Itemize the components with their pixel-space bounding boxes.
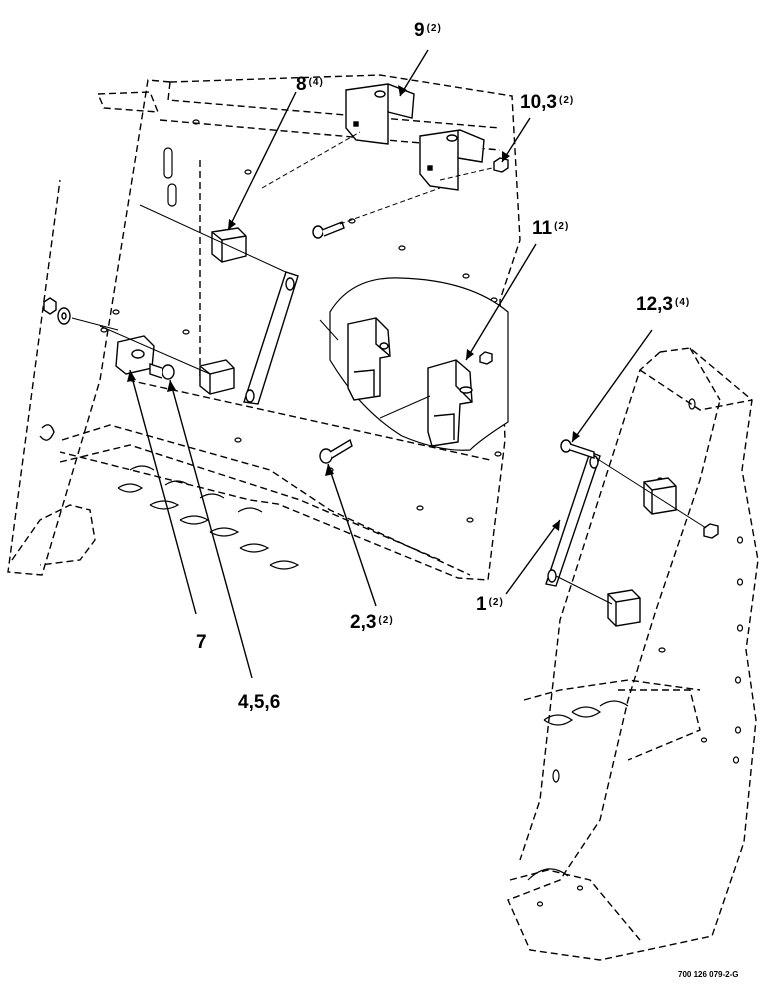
callout-2-3-qty: (2): [378, 615, 394, 626]
callout-4-5-6-number: 4,5,6: [238, 692, 281, 713]
drawing-id: 700 126 079-2-G: [678, 970, 739, 979]
item-9-channel-bracket: [345, 83, 485, 191]
leader-7: [129, 369, 197, 615]
leader-8: [227, 91, 297, 231]
callout-10-3-number: 10,3: [520, 92, 557, 113]
right-panel-slots: [536, 398, 744, 907]
leader-12: [571, 329, 653, 443]
callout-11: 11(2): [532, 218, 569, 240]
callout-1-number: 1: [476, 594, 487, 615]
callout-9: 9(2): [414, 20, 442, 42]
callout-7: 7: [196, 632, 207, 654]
callout-11-qty: (2): [554, 221, 570, 232]
leader-11: [465, 243, 537, 361]
leader-1: [505, 519, 561, 595]
right-lock-nut: [703, 523, 719, 539]
callout-2-3-number: 2,3: [350, 612, 377, 633]
callout-10-3-qty: (2): [558, 95, 575, 106]
callout-8: 8(4): [296, 74, 324, 96]
leader-2-3: [327, 463, 377, 607]
item-4-5-6-bolt: [149, 363, 175, 380]
callout-12-3-qty: (4): [674, 297, 691, 308]
callout-1: 1(2): [476, 594, 504, 616]
callout-2-3: 2,3(2): [350, 612, 394, 634]
item-8-wear-pad-right: [607, 477, 677, 627]
left-side-panel: [7, 74, 521, 581]
leader-4-5-6: [169, 379, 253, 679]
item-8-wear-pad: [199, 227, 247, 395]
item-2-3-bolt: [319, 438, 353, 464]
callout-9-number: 9: [414, 20, 425, 41]
callout-11-number: 11: [532, 218, 553, 239]
right-side-panel: [507, 347, 759, 961]
item-1-slotted-strap-left: [243, 271, 299, 405]
callout-8-number: 8: [296, 74, 307, 95]
carriage-bolt-upper: [312, 221, 345, 239]
callout-4-5-6: 4,5,6: [238, 692, 280, 714]
callout-9-qty: (2): [426, 23, 442, 34]
callout-8-qty: (4): [308, 77, 324, 88]
right-floor-ribs: [527, 700, 629, 881]
callout-7-number: 7: [196, 632, 207, 653]
item-11-slotted-bracket: [347, 317, 493, 447]
left-edge-nut-washer: [39, 297, 119, 441]
item-10-lock-nut: [493, 157, 509, 173]
leader-9: [399, 49, 429, 97]
callout-10-3: 10,3(2): [520, 92, 574, 114]
left-floor-ribs: [117, 465, 300, 570]
item-1-slotted-strap-right: [545, 451, 601, 587]
callout-12-3: 12,3(4): [636, 294, 690, 316]
callout-12-3-number: 12,3: [636, 294, 673, 315]
callout-1-qty: (2): [488, 597, 504, 608]
item-12-3-bolt: [560, 439, 595, 459]
